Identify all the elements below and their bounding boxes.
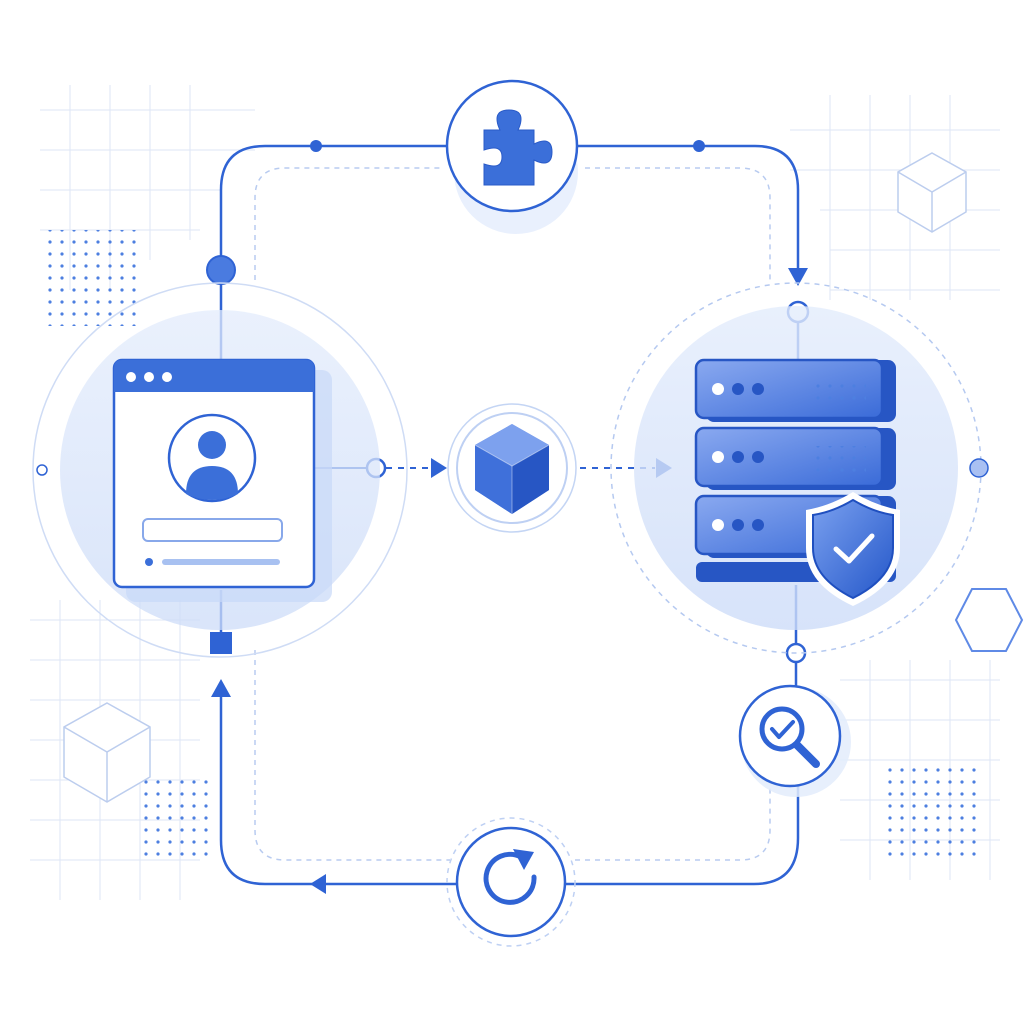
api-block-node[interactable] bbox=[447, 403, 577, 533]
inner-dashed-loop bbox=[254, 167, 771, 861]
avatar-head bbox=[198, 431, 226, 459]
input-field bbox=[142, 518, 283, 542]
arrow-left-to-client bbox=[310, 874, 326, 894]
inspection-node[interactable] bbox=[738, 684, 851, 797]
dot-pattern-top-left bbox=[44, 230, 140, 326]
avatar-body bbox=[186, 466, 238, 500]
search-check-icon bbox=[759, 706, 820, 768]
puzzle-piece-icon bbox=[483, 109, 553, 186]
client-node[interactable] bbox=[32, 282, 408, 658]
cube-icon bbox=[474, 424, 550, 514]
arrow-right-to-cube bbox=[431, 458, 447, 478]
outer-flow-loop bbox=[219, 144, 800, 886]
shield-check-icon bbox=[806, 492, 900, 606]
arrow-down-to-server bbox=[788, 268, 808, 286]
refresh-icon bbox=[483, 849, 537, 905]
plugin-node[interactable] bbox=[445, 79, 579, 234]
dot-pattern-bottom-right bbox=[880, 760, 976, 856]
arrow-up-to-client bbox=[211, 679, 231, 697]
wireframe-cube-bottom-left bbox=[63, 702, 151, 803]
client-side-port bbox=[36, 464, 48, 476]
edge-plugin-to-server bbox=[578, 144, 800, 270]
server-node[interactable] bbox=[610, 282, 989, 654]
edge-client-to-plugin bbox=[219, 144, 446, 270]
wireframe-cube-top-right bbox=[897, 152, 967, 233]
edge-refresh-to-client bbox=[219, 690, 457, 886]
edge-inspection-to-refresh bbox=[565, 786, 800, 886]
wireframe-hexagon-right bbox=[954, 588, 1024, 652]
server-side-port bbox=[969, 458, 989, 478]
refresh-node[interactable] bbox=[446, 817, 576, 947]
user-profile-window-icon bbox=[112, 358, 316, 589]
dot-pattern-bottom-left bbox=[140, 780, 212, 864]
